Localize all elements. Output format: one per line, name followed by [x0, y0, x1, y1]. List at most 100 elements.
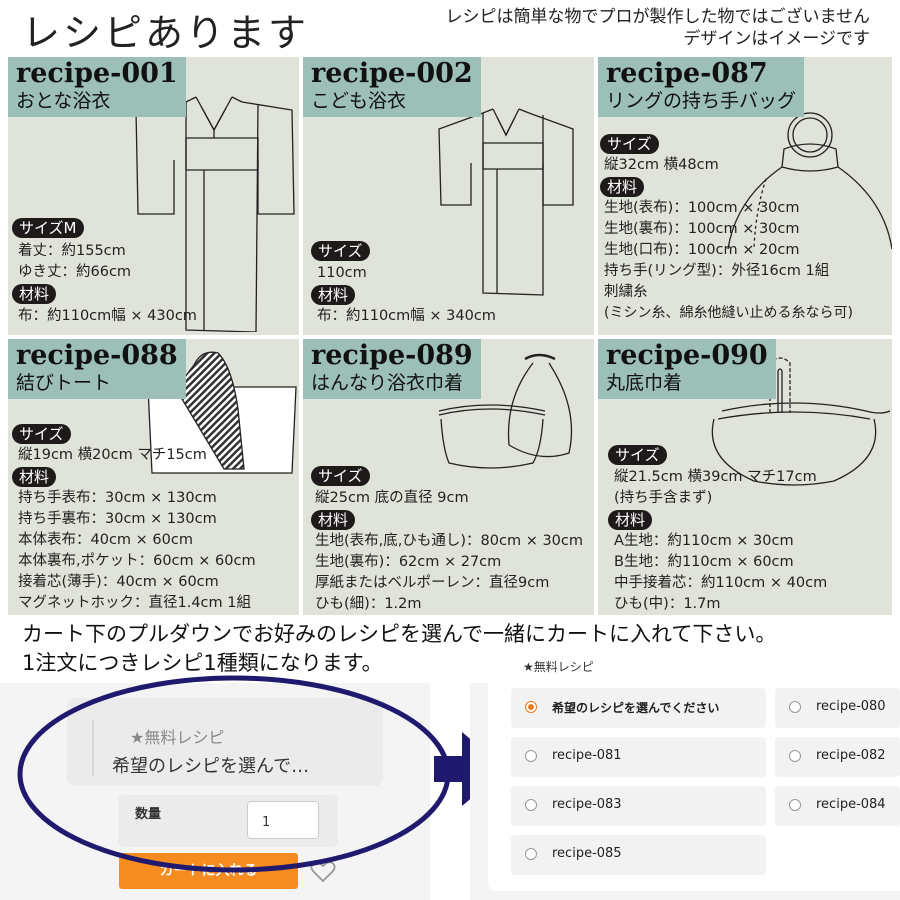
- dropdown-value[interactable]: 希望のレシピを選んで…: [112, 756, 310, 777]
- recipe-name: 結びトート: [16, 372, 112, 394]
- material-line: 持ち手(リング型)：外径16cm 1組: [604, 263, 830, 279]
- option-label: recipe-080: [816, 699, 886, 714]
- recipe-tag: recipe-087 リングの持ち手バッグ: [598, 57, 805, 117]
- radio-selected-icon[interactable]: [525, 701, 537, 713]
- material-line: (ミシン糸、綿糸他縫い止める糸なら可): [604, 305, 853, 321]
- material-line: B生地：約110cm × 60cm: [614, 554, 794, 570]
- drawstring-pouch-illustration: [438, 353, 573, 469]
- recipe-card-087: recipe-087 リングの持ち手バッグ サイズ 縦32cm 横48cm 材料…: [598, 57, 892, 335]
- material-line: 生地(口布)：100cm × 20cm: [604, 242, 800, 258]
- disclaimer-line-2: デザインはイメージです: [683, 29, 870, 49]
- radio-icon[interactable]: [789, 701, 801, 713]
- disclaimer: レシピは簡単な物でプロが製作した物ではございません デザインはイメージです: [446, 6, 871, 50]
- option-label: recipe-082: [816, 748, 886, 763]
- dropdown-divider: [92, 720, 94, 776]
- dropdown-label: ★無料レシピ: [130, 728, 225, 747]
- material-badge: 材料: [600, 177, 645, 197]
- recipe-name: はんなり浴衣巾着: [311, 372, 464, 394]
- recipe-tag: recipe-002 こども浴衣: [303, 57, 481, 117]
- size-line: 縦21.5cm 横39cm マチ17cm: [614, 469, 817, 485]
- radio-icon[interactable]: [525, 799, 537, 811]
- material-line: ひも(細)：1.2m: [315, 596, 422, 612]
- material-line: 布：約110cm幅 × 340cm: [317, 308, 496, 324]
- size-line: 縦19cm 横20cm マチ15cm: [18, 447, 207, 463]
- radio-icon[interactable]: [525, 750, 537, 762]
- option-recipe-080[interactable]: recipe-080: [775, 688, 900, 728]
- size-badge: サイズ: [600, 134, 659, 154]
- heart-icon[interactable]: [310, 860, 336, 884]
- material-line: 本体裏布,ポケット：60cm × 60cm: [18, 553, 256, 569]
- radio-icon[interactable]: [789, 750, 801, 762]
- radio-icon[interactable]: [789, 799, 801, 811]
- size-line: 着丈：約155cm: [18, 243, 126, 259]
- instructions: カート下のプルダウンでお好みのレシピを選んで一緒にカートに入れて下さい。 1注文…: [22, 620, 776, 678]
- material-line: A生地：約110cm × 30cm: [614, 533, 794, 549]
- recipe-code: recipe-090: [606, 340, 768, 371]
- size-badge: サイズ: [608, 445, 667, 465]
- recipe-tag: recipe-089 はんなり浴衣巾着: [303, 339, 481, 399]
- material-badge: 材料: [311, 510, 356, 530]
- option-default[interactable]: 希望のレシピを選んでください: [511, 688, 766, 728]
- recipe-tag: recipe-090 丸底巾着: [598, 339, 776, 399]
- recipe-card-001: recipe-001 おとな浴衣 サイズM 着丈：約155cm ゆき丈：約66c…: [8, 57, 299, 335]
- material-line: 厚紙またはベルポーレン：直径9cm: [315, 575, 550, 591]
- option-recipe-081[interactable]: recipe-081: [511, 737, 766, 777]
- recipe-name: 丸底巾着: [606, 372, 683, 394]
- size-line: 110cm: [317, 265, 367, 281]
- size-line: (持ち手含まず): [614, 490, 713, 506]
- recipe-code: recipe-087: [606, 58, 768, 89]
- ring-bag-illustration: [727, 112, 892, 249]
- material-line: マグネットホック：直径1.4cm 1組: [18, 595, 251, 611]
- recipe-name: こども浴衣: [311, 90, 407, 112]
- instruction-line-2: 1注文につきレシピ1種類になります。: [22, 651, 383, 675]
- option-recipe-082[interactable]: recipe-082: [775, 737, 900, 777]
- material-line: 布：約110cm幅 × 430cm: [18, 308, 197, 324]
- material-badge: 材料: [12, 284, 57, 304]
- instruction-line-1: カート下のプルダウンでお好みのレシピを選んで一緒にカートに入れて下さい。: [22, 622, 777, 646]
- recipe-tag: recipe-088 結びトート: [8, 339, 186, 399]
- recipe-name: リングの持ち手バッグ: [606, 90, 797, 112]
- material-badge: 材料: [12, 467, 57, 487]
- recipe-code: recipe-089: [311, 340, 473, 371]
- option-label: recipe-085: [552, 846, 622, 861]
- material-line: 生地(裏布)：100cm × 30cm: [604, 221, 800, 237]
- size-badge: サイズ: [311, 241, 370, 261]
- quantity-label: 数量: [135, 807, 162, 822]
- option-label: recipe-081: [552, 748, 622, 763]
- yukata-child-illustration: [438, 108, 574, 296]
- recipe-tag: recipe-001 おとな浴衣: [8, 57, 186, 117]
- size-line: ゆき丈：約66cm: [18, 264, 132, 280]
- option-recipe-084[interactable]: recipe-084: [775, 786, 900, 826]
- material-line: 持ち手表布：30cm × 130cm: [18, 490, 217, 506]
- option-recipe-083[interactable]: recipe-083: [511, 786, 766, 826]
- recipe-name: おとな浴衣: [16, 90, 111, 112]
- yukata-adult-illustration: [135, 96, 295, 332]
- material-line: 生地(表布)：100cm × 30cm: [604, 200, 800, 216]
- material-badge: 材料: [311, 285, 356, 305]
- material-line: 刺繍糸: [604, 284, 648, 300]
- material-line: 本体表布：40cm × 60cm: [18, 532, 193, 548]
- size-line: 縦25cm 底の直径 9cm: [315, 490, 469, 506]
- recipe-code: recipe-002: [311, 58, 473, 89]
- recipe-dropdown[interactable]: [67, 698, 383, 786]
- option-recipe-085[interactable]: recipe-085: [511, 835, 766, 875]
- option-label: recipe-084: [816, 797, 886, 812]
- size-line: 縦32cm 横48cm: [604, 157, 719, 173]
- material-line: 生地(表布,底,ひも通し)：80cm × 30cm: [315, 533, 583, 549]
- recipe-code: recipe-088: [16, 340, 178, 371]
- radio-icon[interactable]: [525, 848, 537, 860]
- material-line: 接着芯(薄手)：40cm × 60cm: [18, 574, 219, 590]
- recipe-code: recipe-001: [16, 58, 178, 89]
- material-line: 生地(裏布)：62cm × 27cm: [315, 554, 502, 570]
- disclaimer-line-1: レシピは簡単な物でプロが製作した物ではございません: [445, 7, 871, 27]
- recipe-card-088: recipe-088 結びトート サイズ 縦19cm 横20cm マチ15cm …: [8, 339, 299, 615]
- option-label: 希望のレシピを選んでください: [552, 701, 720, 715]
- recipe-card-089: recipe-089 はんなり浴衣巾着 サイズ 縦25cm 底の直径 9cm 材…: [303, 339, 594, 615]
- page-title: レシピあります: [22, 11, 310, 55]
- recipe-card-002: recipe-002 こども浴衣 サイズ 110cm 材料 布：約110cm幅 …: [303, 57, 594, 335]
- material-line: 持ち手裏布：30cm × 130cm: [18, 511, 217, 527]
- size-badge: サイズM: [12, 218, 84, 238]
- highlight-ellipse: [17, 675, 451, 873]
- option-label: recipe-083: [552, 797, 622, 812]
- quantity-input[interactable]: 1: [247, 801, 319, 839]
